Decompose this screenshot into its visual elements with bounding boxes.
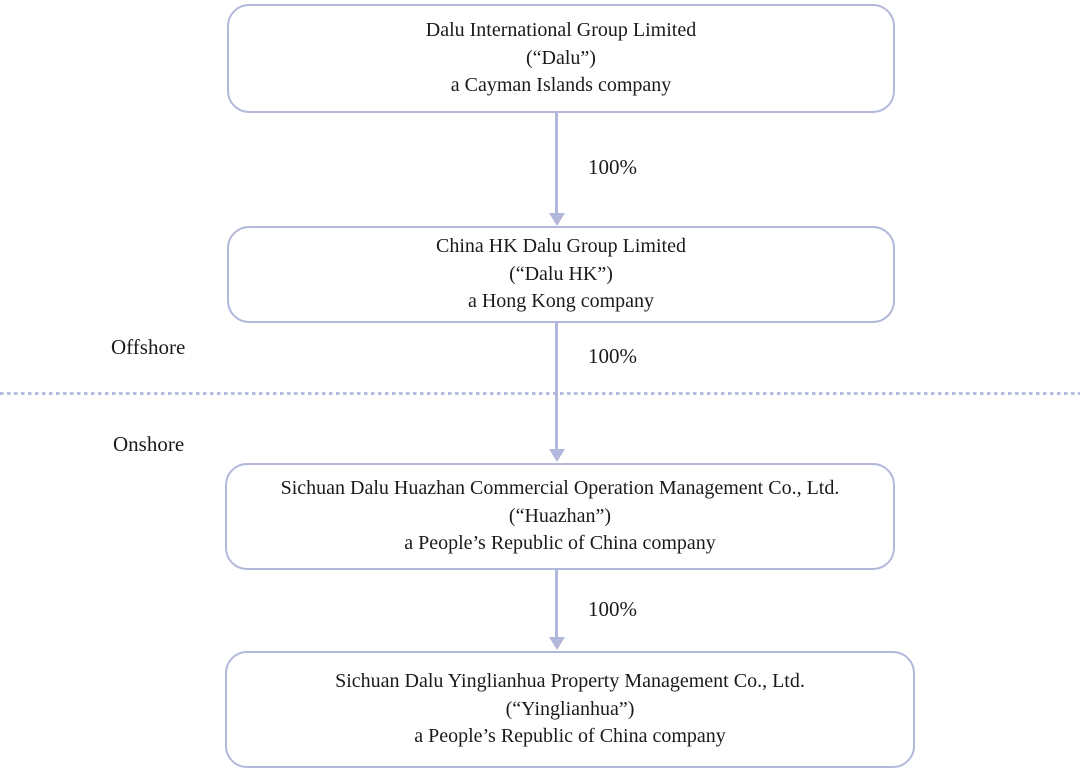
- ownership-arrow-line-2: [555, 323, 558, 450]
- company-jurisdiction: a People’s Republic of China company: [404, 532, 716, 555]
- company-jurisdiction: a Cayman Islands company: [450, 74, 672, 97]
- ownership-percentage-label: 100%: [588, 597, 637, 621]
- arrow-down-icon: [549, 449, 565, 462]
- ownership-percentage-label: 100%: [588, 155, 637, 179]
- offshore-onshore-divider: [0, 392, 1080, 395]
- company-name: Sichuan Dalu Yinglianhua Property Manage…: [335, 670, 805, 693]
- offshore-region-label: Offshore: [111, 335, 186, 359]
- company-name: Dalu International Group Limited: [425, 19, 697, 42]
- onshore-region-label: Onshore: [113, 432, 185, 456]
- company-name: Sichuan Dalu Huazhan Commercial Operatio…: [280, 477, 840, 500]
- company-jurisdiction: a People’s Republic of China company: [414, 725, 726, 748]
- ownership-arrow-line-3: [555, 570, 558, 638]
- company-node-dalu-hk: China HK Dalu Group Limited (“Dalu HK”) …: [227, 226, 895, 323]
- company-alias: (“Dalu HK”): [509, 262, 613, 285]
- ownership-percentage-label: 100%: [588, 344, 637, 368]
- ownership-arrow-line-1: [555, 113, 558, 214]
- company-alias: (“Huazhan”): [508, 504, 612, 527]
- company-alias: (“Yinglianhua”): [505, 697, 635, 720]
- company-jurisdiction: a Hong Kong company: [467, 290, 655, 313]
- company-name: China HK Dalu Group Limited: [436, 235, 686, 258]
- arrow-down-icon: [549, 637, 565, 650]
- company-node-dalu: Dalu International Group Limited (“Dalu”…: [227, 4, 895, 113]
- company-node-huazhan: Sichuan Dalu Huazhan Commercial Operatio…: [225, 463, 895, 570]
- company-node-yinglianhua: Sichuan Dalu Yinglianhua Property Manage…: [225, 651, 915, 768]
- arrow-down-icon: [549, 213, 565, 226]
- company-alias: (“Dalu”): [526, 46, 596, 69]
